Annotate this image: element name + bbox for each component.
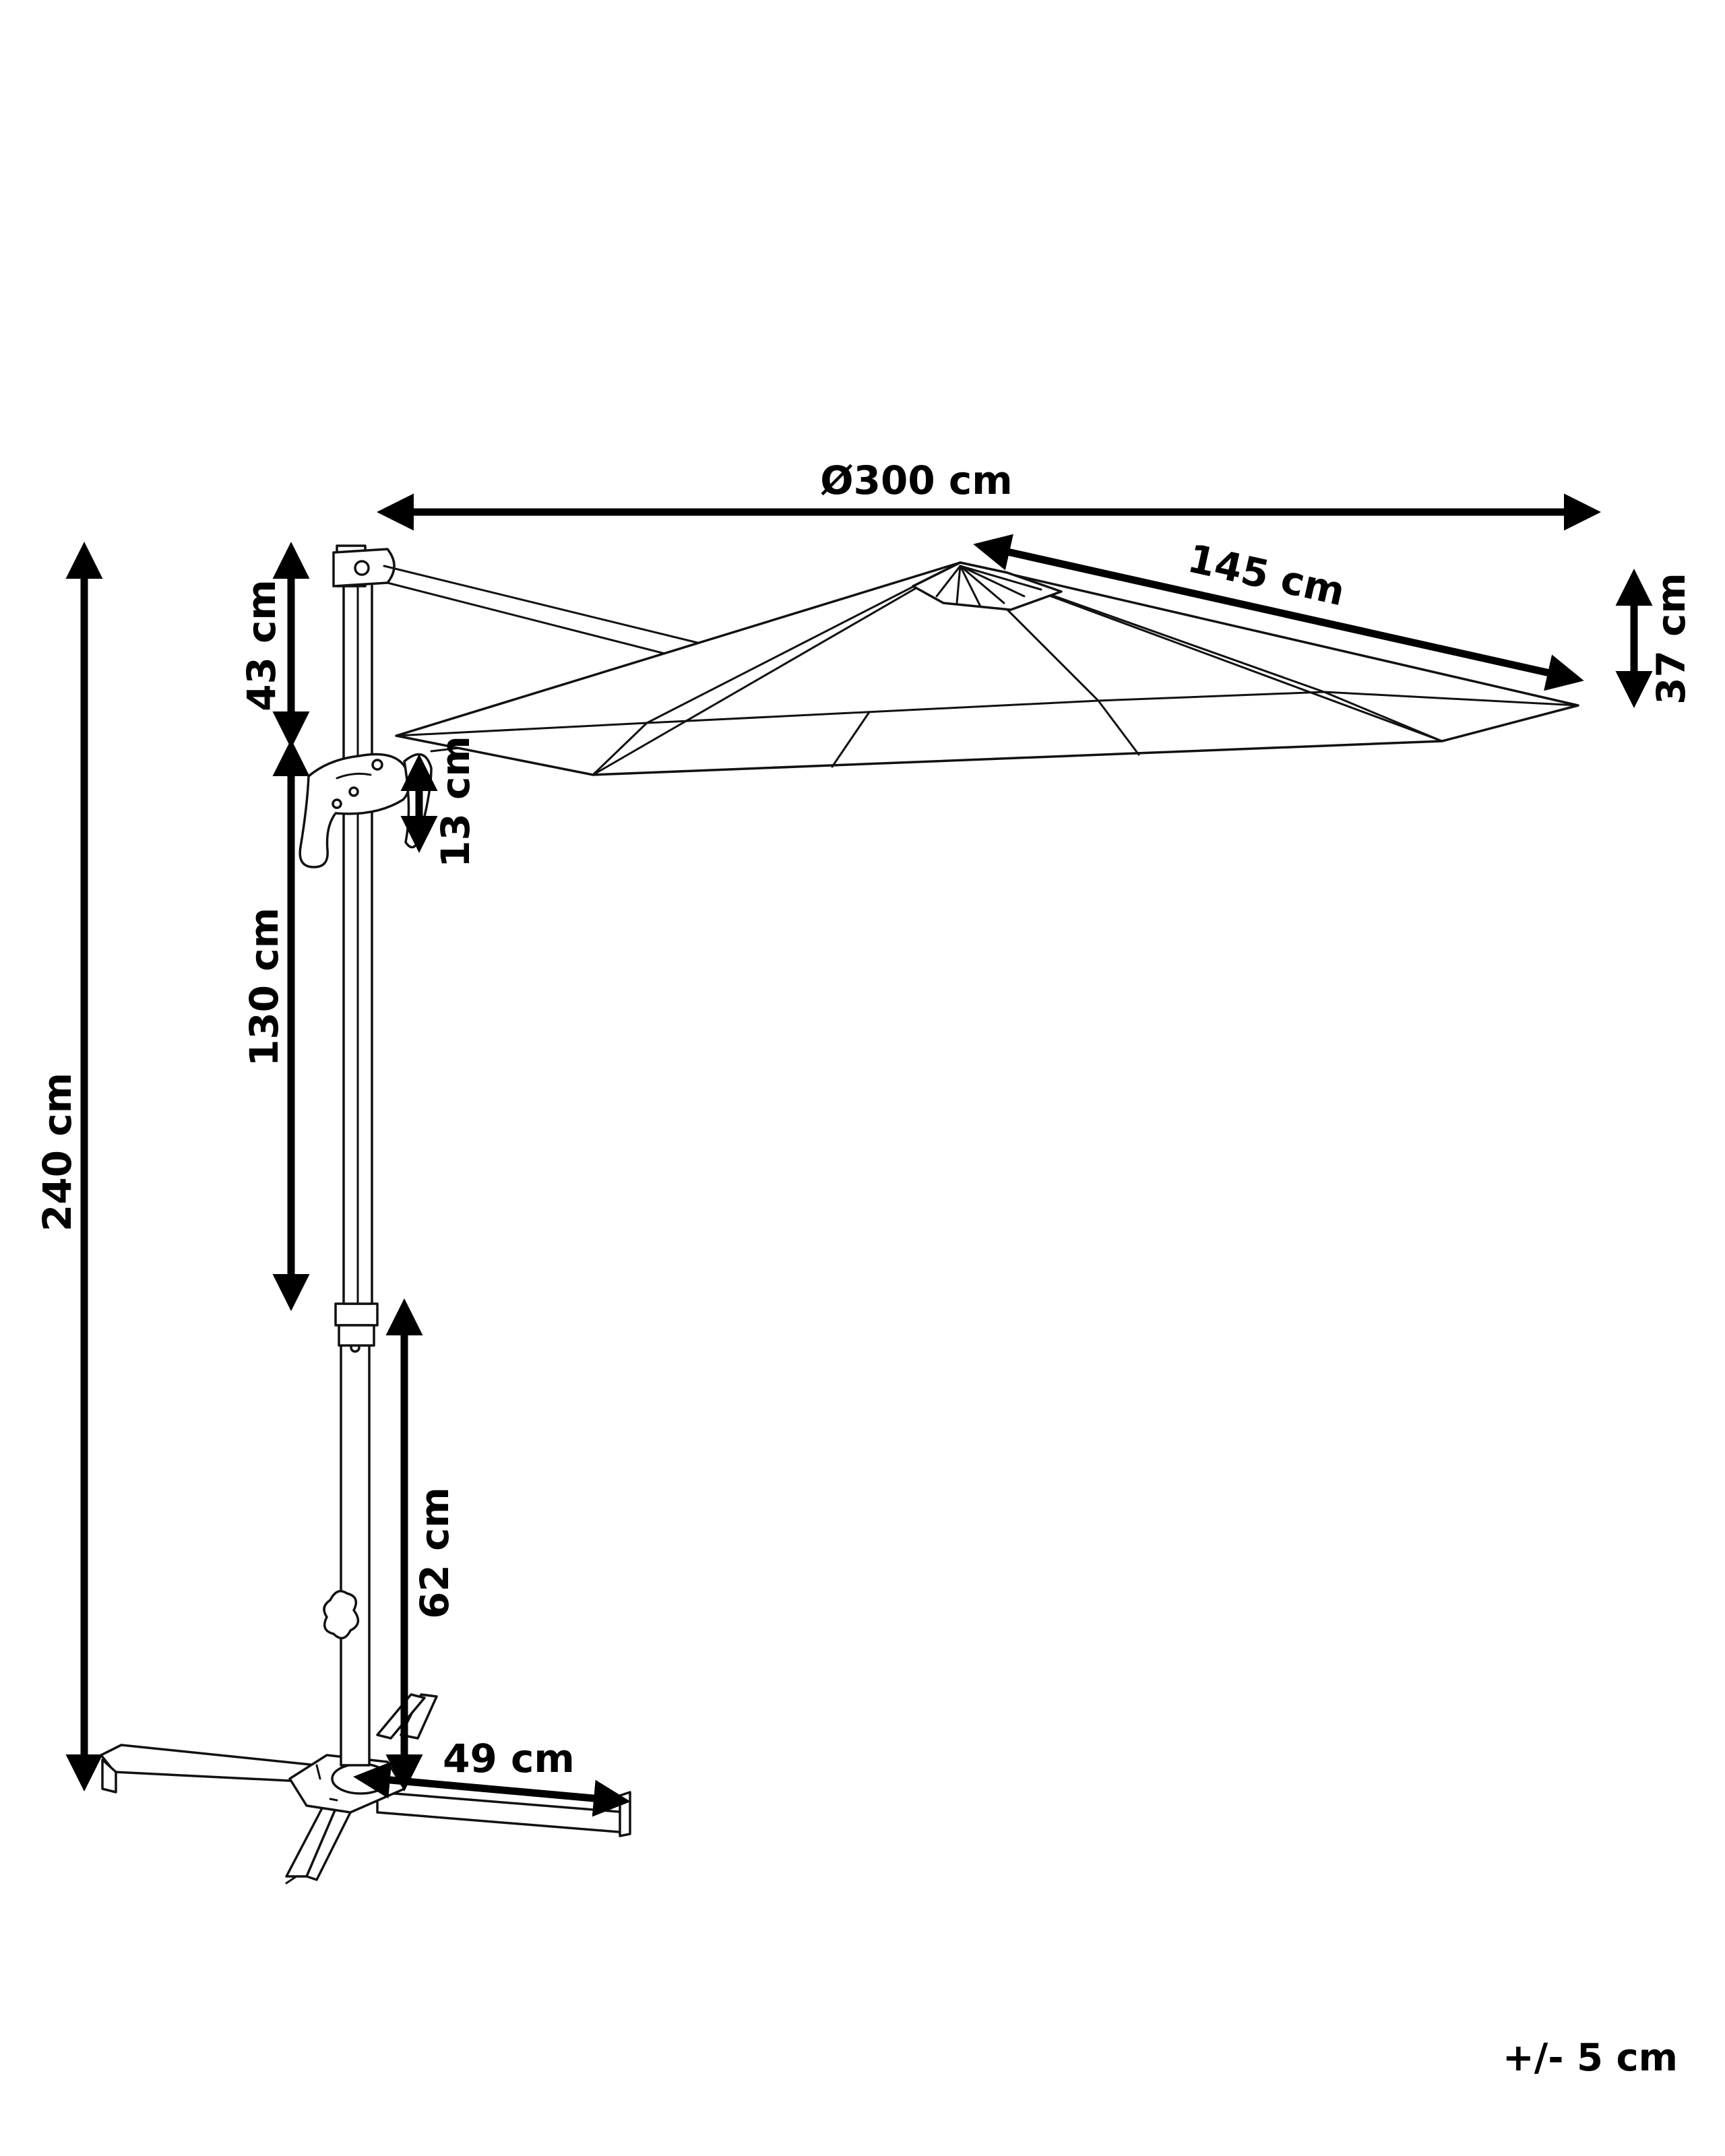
pole [332,544,396,1767]
canopy [395,561,1579,776]
label-lower-pole: 62 cm [412,1487,458,1619]
tolerance-note: +/- 5 cm [1503,2036,1678,2080]
support-arm [383,565,716,665]
label-total-height: 240 cm [34,1073,80,1232]
label-mid-pole: 130 cm [241,908,287,1067]
lock-knob [323,1589,360,1640]
label-canopy-height: 37 cm [1648,573,1694,705]
label-top-arm: 43 cm [239,579,284,711]
label-rib-length: 145 cm [1184,536,1349,615]
umbrella-illustration [100,544,1579,1884]
label-diameter: Ø300 cm [820,457,1012,503]
dim-line-rib [973,534,1584,691]
dim-line-base-arm [353,1761,631,1817]
label-base-arm: 49 cm [443,1736,575,1781]
label-crank-drop: 13 cm [433,736,478,868]
dimension-lines [65,493,1653,1817]
